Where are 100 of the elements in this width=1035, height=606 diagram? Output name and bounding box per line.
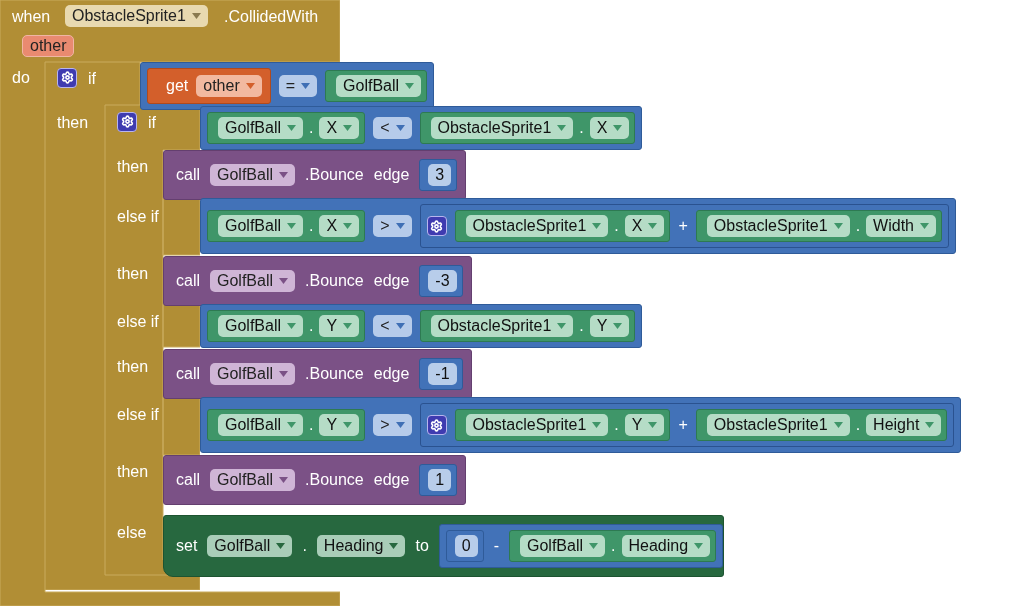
dropdown-field: ObstacleSprite1 bbox=[65, 5, 208, 27]
number-field: 3 bbox=[428, 164, 452, 186]
property-getter-block bbox=[419, 310, 636, 342]
dropdown-field: > bbox=[373, 414, 412, 436]
dropdown-field: ObstacleSprite1 bbox=[430, 117, 574, 139]
block-label: when bbox=[12, 8, 51, 25]
dropdown-field: GolfBall bbox=[210, 363, 296, 385]
block-label: . bbox=[309, 118, 314, 138]
dropdown-field: < bbox=[373, 117, 412, 139]
number-field: 1 bbox=[428, 469, 452, 491]
dropdown-field: ObstacleSprite1 bbox=[430, 315, 574, 337]
block-label: . bbox=[309, 216, 314, 236]
block-label: else if bbox=[117, 313, 159, 330]
block-label: - bbox=[493, 536, 499, 556]
dropdown-field: GolfBall bbox=[218, 315, 304, 337]
property-getter-block bbox=[454, 210, 671, 242]
compare-block bbox=[200, 106, 643, 150]
dropdown-field: ObstacleSprite1 bbox=[465, 414, 609, 436]
block-label: call bbox=[176, 271, 200, 291]
number-block bbox=[445, 530, 484, 562]
block-label: else bbox=[117, 524, 147, 541]
block-label: + bbox=[678, 216, 688, 236]
number-block bbox=[419, 159, 458, 191]
block-label: edge bbox=[373, 271, 410, 291]
block-label: . bbox=[309, 415, 314, 435]
block-label: .Bounce bbox=[305, 165, 364, 185]
addition-block bbox=[419, 403, 955, 447]
number-field: -3 bbox=[428, 270, 457, 292]
block-label: then bbox=[57, 114, 89, 131]
block-label: . bbox=[579, 316, 584, 336]
block-label: . bbox=[309, 316, 314, 336]
dropdown-field: Width bbox=[866, 215, 936, 237]
dropdown-field: Y bbox=[319, 315, 360, 337]
dropdown-field: = bbox=[278, 75, 318, 97]
block-label: . bbox=[579, 118, 584, 138]
dropdown-field: ObstacleSprite1 bbox=[465, 215, 609, 237]
method-call-block bbox=[163, 150, 467, 200]
dropdown-field: GolfBall bbox=[520, 535, 606, 557]
block-label: edge bbox=[373, 165, 410, 185]
dropdown-field: < bbox=[373, 315, 412, 337]
block-label: do bbox=[12, 69, 30, 86]
dropdown-field: GolfBall bbox=[218, 117, 304, 139]
number-block bbox=[419, 464, 458, 496]
addition-block bbox=[419, 204, 949, 248]
if-else-block bbox=[105, 105, 200, 575]
property-getter-block bbox=[695, 210, 942, 242]
property-getter-block bbox=[695, 409, 948, 441]
block-label: .Bounce bbox=[305, 470, 364, 490]
dropdown-field: GolfBall bbox=[210, 270, 296, 292]
dropdown-field: other bbox=[196, 75, 262, 97]
dropdown-field: GolfBall bbox=[207, 535, 293, 557]
block-label: . bbox=[614, 216, 619, 236]
dropdown-field: GolfBall bbox=[336, 75, 422, 97]
compare-block bbox=[140, 62, 435, 110]
property-getter-block bbox=[207, 210, 366, 242]
block-label: call bbox=[176, 364, 200, 384]
block-label: . bbox=[855, 216, 861, 236]
number-field: -1 bbox=[428, 363, 457, 385]
block-label: then bbox=[117, 265, 149, 282]
property-getter-block bbox=[454, 409, 671, 441]
block-label: . bbox=[614, 415, 619, 435]
compare-block bbox=[200, 304, 643, 348]
compare-block bbox=[200, 198, 956, 254]
block-label: call bbox=[176, 470, 200, 490]
property-getter-block bbox=[207, 409, 366, 441]
dropdown-field: ObstacleSprite1 bbox=[706, 215, 850, 237]
block-label: edge bbox=[373, 470, 410, 490]
property-getter-block bbox=[207, 310, 366, 342]
number-field: 0 bbox=[454, 535, 478, 557]
property-setter-block bbox=[163, 515, 725, 577]
block-label: call bbox=[176, 165, 200, 185]
dropdown-field: > bbox=[373, 215, 412, 237]
block-label: then bbox=[117, 463, 149, 480]
dropdown-field: Height bbox=[866, 414, 942, 436]
block-label: if bbox=[88, 70, 96, 87]
method-call-block bbox=[163, 256, 472, 306]
block-label: else if bbox=[117, 406, 159, 423]
get-variable-block bbox=[147, 68, 271, 104]
dropdown-field: GolfBall bbox=[218, 414, 304, 436]
block-label: else if bbox=[117, 208, 159, 225]
compare-block bbox=[200, 397, 962, 453]
block-label: then bbox=[117, 158, 149, 175]
method-call-block bbox=[163, 349, 472, 399]
block-label: .Bounce bbox=[305, 364, 364, 384]
dropdown-field: Heading bbox=[621, 535, 711, 557]
dropdown-field: Heading bbox=[316, 535, 406, 557]
block-label: . bbox=[855, 415, 861, 435]
parameter-field: other bbox=[22, 35, 75, 57]
dropdown-field: X bbox=[624, 215, 665, 237]
if-block bbox=[45, 62, 200, 590]
property-getter-block bbox=[207, 112, 366, 144]
dropdown-field: X bbox=[589, 117, 630, 139]
dropdown-field: Y bbox=[589, 315, 630, 337]
property-getter-block bbox=[509, 530, 717, 562]
block-label: .CollidedWith bbox=[224, 8, 319, 25]
dropdown-field: X bbox=[319, 117, 360, 139]
block-label: then bbox=[117, 358, 149, 375]
block-label: to bbox=[415, 536, 429, 556]
dropdown-field: X bbox=[319, 215, 360, 237]
block-label: + bbox=[678, 415, 688, 435]
